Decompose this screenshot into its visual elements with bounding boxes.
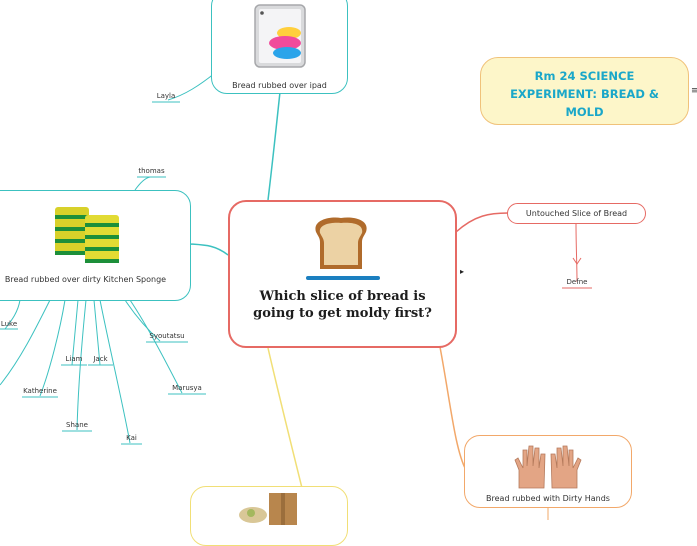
ipad-icon	[254, 4, 306, 68]
bread-slice-icon	[315, 217, 367, 269]
yellow-branch-node[interactable]	[190, 486, 348, 546]
collapse-arrow-icon[interactable]: ▸	[460, 267, 465, 276]
connector-ipad	[267, 91, 281, 201]
leaf-syoutatsu[interactable]: Syoutatsu	[149, 332, 185, 340]
connector-yellow	[267, 347, 306, 501]
leaf-katherine[interactable]: Katherine	[23, 387, 57, 395]
sponge-branch-node[interactable]: Bread rubbed over dirty Kitchen Sponge	[0, 190, 191, 301]
leaf-thomas[interactable]: thomas	[138, 167, 165, 175]
connector-untouched	[455, 212, 509, 233]
connector-marusya	[129, 299, 183, 394]
leaf-shane[interactable]: Shane	[66, 421, 88, 429]
connector-sponge-left	[0, 299, 51, 386]
connector-katherine	[39, 299, 66, 397]
leaf-liam[interactable]: Liam	[65, 355, 83, 363]
sponge-branch-label: Bread rubbed over dirty Kitchen Sponge	[4, 275, 167, 284]
leaf-layla[interactable]: Layla	[156, 92, 176, 100]
menu-icon[interactable]: ≡	[691, 86, 697, 96]
connector-liam	[71, 299, 79, 366]
connector-sponge	[189, 243, 229, 256]
hands-branch-label: Bread rubbed with Dirty Hands	[486, 494, 610, 503]
connector-thomas	[134, 176, 151, 191]
connector-defne	[575, 223, 578, 283]
untouched-branch-node[interactable]: Untouched Slice of Bread	[507, 203, 646, 224]
leaf-defne[interactable]: Defne	[566, 278, 588, 286]
leaf-kai[interactable]: Kai	[126, 434, 137, 442]
title-card[interactable]: Rm 24 SCIENCE EXPERIMENT: BREAD & MOLD	[480, 57, 689, 125]
title-card-text: Rm 24 SCIENCE EXPERIMENT: BREAD & MOLD	[510, 69, 659, 119]
central-title: Which slice of bread is going to get mol…	[253, 289, 432, 321]
leaf-jack[interactable]: Jack	[93, 355, 108, 363]
leaf-marusya[interactable]: Marusya	[172, 384, 202, 392]
connector-shane	[76, 299, 87, 431]
connector-luke	[4, 299, 21, 330]
ipad-branch-node[interactable]: Bread rubbed over ipad	[211, 0, 348, 94]
connectors	[0, 72, 592, 520]
connector-jack	[93, 299, 101, 366]
central-underline	[306, 276, 380, 280]
connector-hands	[439, 346, 467, 471]
leaf-luke[interactable]: Luke	[0, 320, 18, 328]
dirty-hands-icon	[514, 445, 582, 489]
hands-branch-node[interactable]: Bread rubbed with Dirty Hands	[464, 435, 632, 508]
connector-syoutatsu	[124, 299, 161, 342]
central-node[interactable]: Which slice of bread is going to get mol…	[228, 200, 457, 348]
connector-kai	[99, 299, 131, 444]
ipad-branch-label: Bread rubbed over ipad	[232, 81, 327, 90]
sponge-icon	[55, 207, 119, 263]
untouched-branch-label: Untouched Slice of Bread	[525, 209, 628, 218]
